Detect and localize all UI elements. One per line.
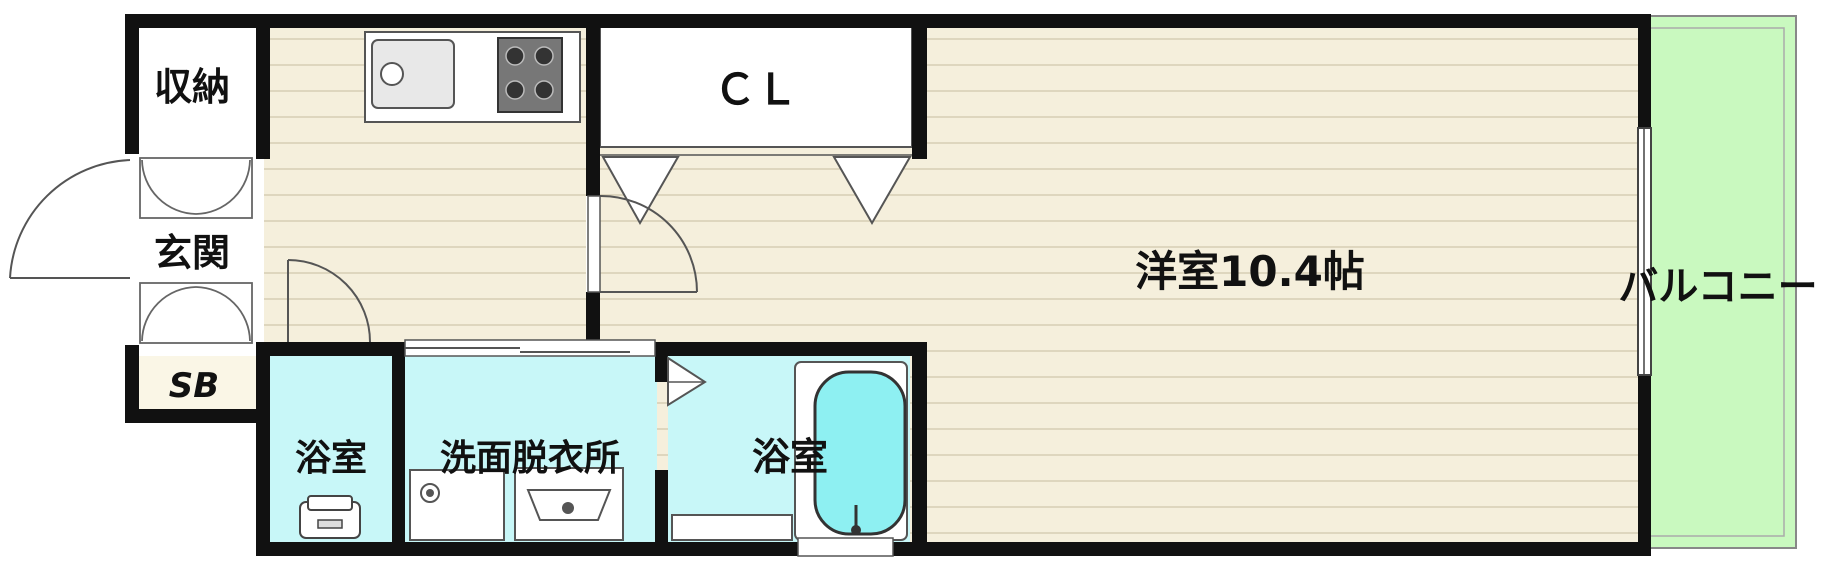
balcony-label: バルコニー <box>1618 264 1817 310</box>
balcony-area <box>1649 15 1797 549</box>
room-door-swing-icon <box>599 194 698 293</box>
entrance-cabinets <box>139 157 253 344</box>
toilet-label: 浴室 <box>295 438 367 479</box>
bathtub-icon <box>794 361 908 557</box>
walls <box>125 14 1651 556</box>
washbasin-icon <box>409 469 505 541</box>
bathroom-shelf <box>671 514 793 541</box>
entrance-label: 玄関 <box>154 231 230 275</box>
closet-label: ＣＬ <box>714 65 798 114</box>
shoe-box <box>130 356 257 409</box>
washroom-label: 洗面脱衣所 <box>440 438 620 479</box>
closet-door-left-icon <box>601 156 680 226</box>
closet-door-right-icon <box>832 156 912 226</box>
door-swing-icon <box>9 159 131 279</box>
bathroom-label: 浴室 <box>752 435 828 479</box>
western-room-label: 洋室10.4帖 <box>1135 247 1365 296</box>
shoe-box-label: SB <box>169 366 219 406</box>
stove-icon <box>497 37 563 113</box>
entrance-floor <box>144 155 256 345</box>
storage-floor <box>130 27 257 147</box>
storage-label: 収納 <box>154 65 230 109</box>
toilet-door-swing-icon <box>287 259 371 343</box>
toilet-icon <box>299 495 361 539</box>
washer-icon <box>514 467 624 541</box>
